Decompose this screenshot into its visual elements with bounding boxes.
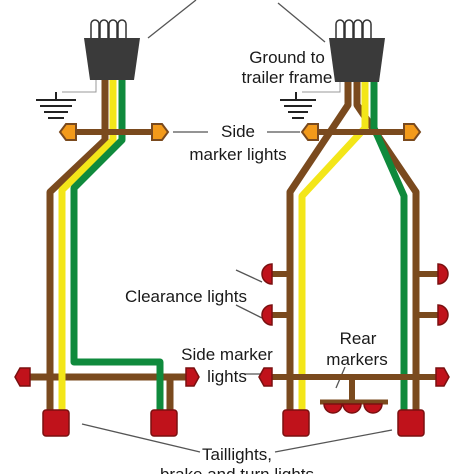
right-taillight-1-icon — [282, 409, 310, 437]
pointer-lines — [81, 0, 393, 453]
right-taillight-2-icon — [397, 409, 425, 437]
rear-markers-label-line1: Rear — [339, 329, 377, 348]
left-taillight-1-icon — [42, 409, 70, 437]
ground-label-line1: Ground to — [249, 48, 325, 67]
left-top-side-marker-left-icon — [58, 123, 77, 141]
right-connector-plug-icon — [329, 19, 385, 82]
left-ground-wire — [54, 78, 98, 98]
right-brown-wire-a — [286, 80, 352, 412]
right-top-side-marker-right-icon — [403, 123, 422, 141]
left-ground-symbol-icon — [36, 92, 76, 119]
clearance-light-left-upper-icon — [261, 263, 273, 285]
left-taillight-2-icon — [150, 409, 178, 437]
side-marker-bottom-label-line2: lights — [207, 367, 247, 386]
taillights-label-line1: Taillights, — [202, 445, 272, 464]
side-marker-top-label-line2: marker lights — [189, 145, 287, 164]
rear-markers-label-line2: markers — [326, 350, 388, 369]
right-yellow-wire — [298, 80, 369, 412]
rear-marker-2-icon — [342, 403, 362, 414]
left-harness — [14, 19, 200, 437]
right-green-wire — [370, 80, 408, 412]
left-green-wire — [70, 78, 164, 412]
clearance-light-left-lower-icon — [261, 304, 273, 326]
right-brown-branches — [268, 129, 440, 402]
right-ground-symbol-icon — [280, 92, 316, 119]
left-bottom-side-marker-left-icon — [14, 367, 31, 387]
left-bottom-side-marker-right-icon — [185, 367, 200, 387]
side-marker-top-label-line1: Side — [220, 122, 256, 141]
rear-marker-1-icon — [323, 403, 343, 414]
right-bottom-side-marker-left-icon — [258, 367, 273, 387]
side-marker-bottom-label-line1: Side marker — [181, 345, 273, 364]
left-yellow-wire — [58, 78, 117, 412]
right-top-side-marker-left-icon — [300, 123, 319, 141]
clearance-lights-label: Clearance lights — [125, 287, 247, 306]
ground-label-line2: trailer frame — [241, 68, 333, 87]
taillights-label-line2: brake and turn lights — [150, 465, 324, 474]
left-connector-plug-icon — [84, 19, 140, 80]
left-top-side-marker-right-icon — [151, 123, 170, 141]
right-harness — [258, 19, 450, 437]
right-bottom-side-marker-right-icon — [435, 367, 450, 387]
clearance-light-right-upper-icon — [437, 263, 449, 285]
clearance-light-right-lower-icon — [437, 304, 449, 326]
rear-marker-3-icon — [363, 403, 383, 414]
